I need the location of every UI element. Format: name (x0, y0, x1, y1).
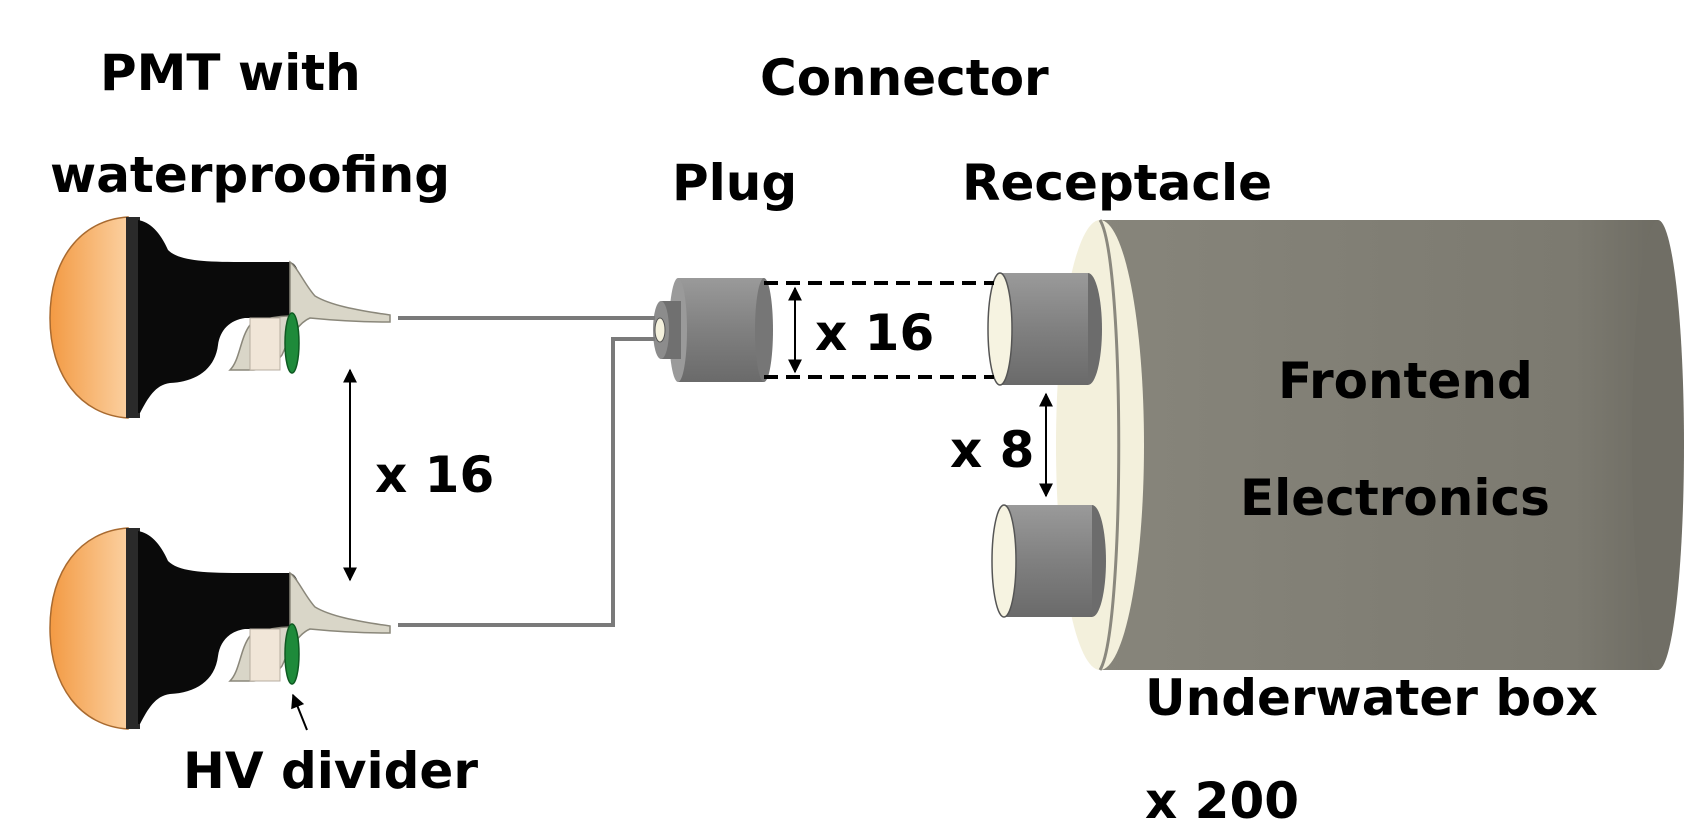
receptacle-multiplicity-label: x 8 (950, 421, 1034, 479)
plug-label: Plug (672, 154, 797, 212)
pmt-top-glass (49, 216, 129, 419)
receptacle-top (987, 272, 1102, 386)
receptacle-top-opening (987, 272, 1013, 386)
hv-divider-pointer (291, 693, 308, 731)
underwater-box (1056, 219, 1684, 671)
pmt-multiplicity-label: x 16 (375, 446, 494, 504)
plug-tip (654, 317, 666, 343)
pmt-bottom-hv-board (284, 623, 300, 685)
box-multiplicity-label: x 200 (1145, 772, 1299, 830)
pmt-top (49, 216, 391, 419)
pmt-top-potting (138, 220, 300, 413)
pmt-bottom (49, 527, 391, 730)
cables (398, 316, 655, 627)
pmt-bottom-potting (138, 531, 300, 724)
receptacle-bottom-opening (991, 504, 1017, 618)
box-back-cap (1632, 220, 1684, 670)
cable-multiplicity-label: x 16 (815, 304, 934, 362)
box-body (1100, 220, 1658, 670)
pmt-top-hv-board (284, 312, 300, 374)
receptacle-label: Receptacle (962, 154, 1272, 212)
underwater-box-label: Underwater box (1145, 669, 1598, 727)
box-front-edge (1098, 219, 1121, 671)
cable-bottom (398, 337, 655, 627)
pmt-label-line2: waterproofing (50, 146, 450, 204)
receptacle-bottom (991, 504, 1106, 618)
frontend-label-line1: Frontend (1278, 352, 1533, 410)
frontend-label-line2: Electronics (1240, 469, 1550, 527)
connector-label: Connector (760, 49, 1049, 107)
plug-receptacle-link (764, 281, 994, 379)
plug (653, 278, 773, 382)
hv-divider-label: HV divider (183, 742, 478, 800)
pmt-bottom-glass (49, 527, 129, 730)
pmt-label-line1: PMT with (100, 44, 361, 102)
